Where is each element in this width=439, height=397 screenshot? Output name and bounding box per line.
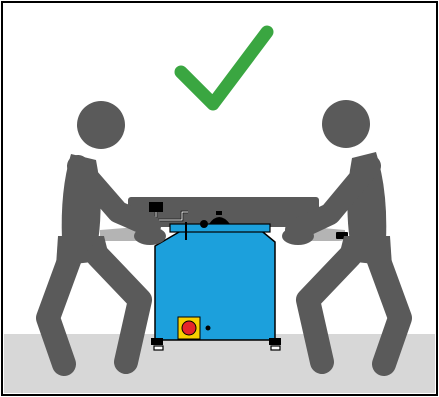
machine-foot-right bbox=[269, 338, 281, 345]
emergency-stop-icon bbox=[178, 317, 200, 339]
hand-right bbox=[282, 227, 314, 245]
wheel-left bbox=[154, 346, 163, 350]
indicator-dot bbox=[206, 326, 211, 331]
machine-body bbox=[155, 228, 275, 340]
hand-left bbox=[134, 227, 166, 245]
wheel-right bbox=[271, 346, 280, 350]
checkmark-icon bbox=[181, 32, 267, 104]
machine-foot-left bbox=[151, 338, 163, 345]
